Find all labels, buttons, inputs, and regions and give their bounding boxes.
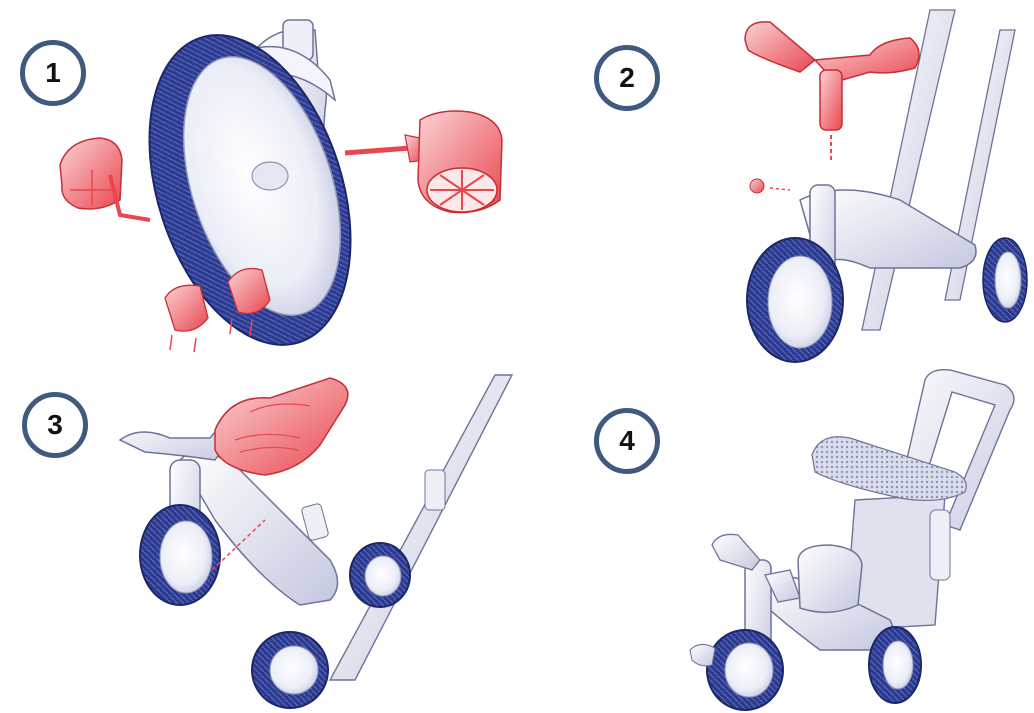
left-pedal-part [60, 138, 150, 220]
step-badge-2: 2 [594, 45, 660, 111]
panel-1-front-wheel-assembly [60, 9, 502, 370]
front-wheel-part [113, 9, 387, 370]
step-number-3: 3 [47, 411, 63, 439]
panel4-front-wheel [690, 630, 783, 710]
rear-wheel-right-part [983, 238, 1027, 322]
handlebar-part [745, 22, 919, 193]
canopy-part [812, 437, 966, 501]
right-pedal-part [345, 111, 502, 213]
step-number-2: 2 [619, 64, 635, 92]
panel4-rear-wheel [869, 627, 921, 703]
panel-2-handlebar-assembly [745, 10, 1027, 362]
panel3-front-wheel [140, 505, 220, 605]
panel-4-complete-tricycle [690, 370, 1014, 710]
push-pole-part [330, 375, 512, 680]
step-badge-3: 3 [22, 392, 88, 458]
front-wheel-small-part [747, 238, 843, 362]
step-badge-1: 1 [20, 40, 86, 106]
panel4-seat [798, 545, 862, 612]
panel3-rear-wheel-front [252, 632, 328, 708]
step-number-1: 1 [45, 59, 61, 87]
step-number-4: 4 [619, 427, 635, 455]
panel3-rear-wheel-back [350, 543, 410, 607]
panel-3-seat-assembly [120, 375, 512, 708]
step-badge-4: 4 [594, 408, 660, 474]
